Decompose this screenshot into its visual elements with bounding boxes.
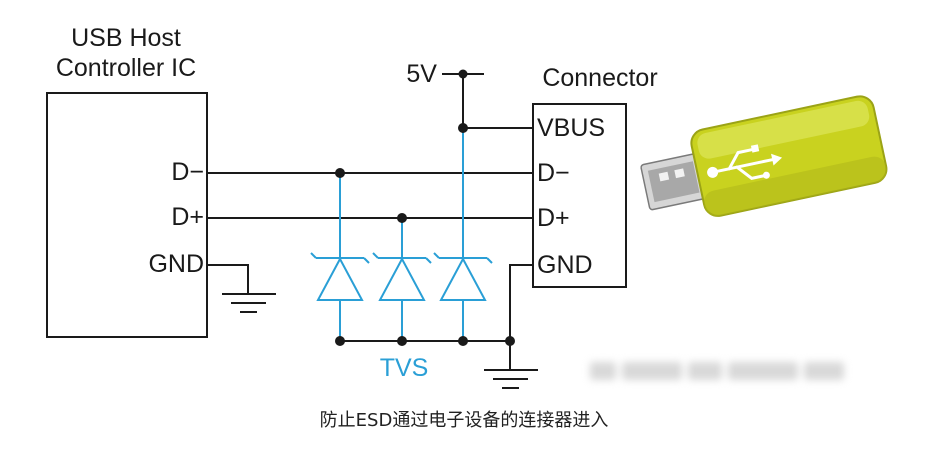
host-ic-title-line1: USB Host — [71, 24, 181, 52]
junction-dot — [397, 336, 407, 346]
junction-dot — [335, 168, 345, 178]
connector-title: Connector — [542, 64, 657, 92]
host-pin-dplus: D+ — [171, 203, 204, 231]
usb-connector: Connector VBUS D− D+ GND — [532, 64, 658, 288]
host-pin-dminus: D− — [171, 158, 204, 186]
figure-caption: 防止ESD通过电子设备的连接器进入 — [319, 410, 609, 431]
junction-dot — [335, 336, 345, 346]
usb-trident-icon — [707, 144, 783, 180]
connector-pin-gnd: GND — [537, 251, 593, 279]
host-ic-title-line2: Controller IC — [56, 54, 196, 82]
connector-pin-dplus: D+ — [537, 204, 570, 232]
host-ic-box — [46, 92, 208, 338]
junction-dots — [335, 69, 515, 346]
host-controller-ic: USB Host Controller IC D− D+ GND — [46, 24, 208, 338]
usb-stick-icon — [640, 95, 888, 217]
junction-dot — [458, 123, 468, 133]
tvs-diode-dplus — [372, 218, 432, 341]
connector-box — [532, 103, 627, 288]
power-5v: 5V — [406, 60, 533, 129]
junction-dot — [458, 336, 468, 346]
connector-pin-dminus: D− — [537, 159, 570, 187]
tvs-diode-dminus — [310, 173, 370, 341]
connector-ground — [340, 264, 538, 389]
tvs-label: TVS — [380, 354, 429, 382]
junction-dot — [458, 69, 468, 79]
host-ground — [207, 264, 276, 313]
junction-dot — [505, 336, 515, 346]
power-5v-label: 5V — [406, 60, 437, 88]
blurred-watermark — [590, 356, 860, 386]
junction-dot — [397, 213, 407, 223]
host-pin-gnd: GND — [148, 250, 204, 278]
tvs-diode-vbus — [433, 128, 493, 341]
connector-pin-vbus: VBUS — [537, 114, 605, 142]
